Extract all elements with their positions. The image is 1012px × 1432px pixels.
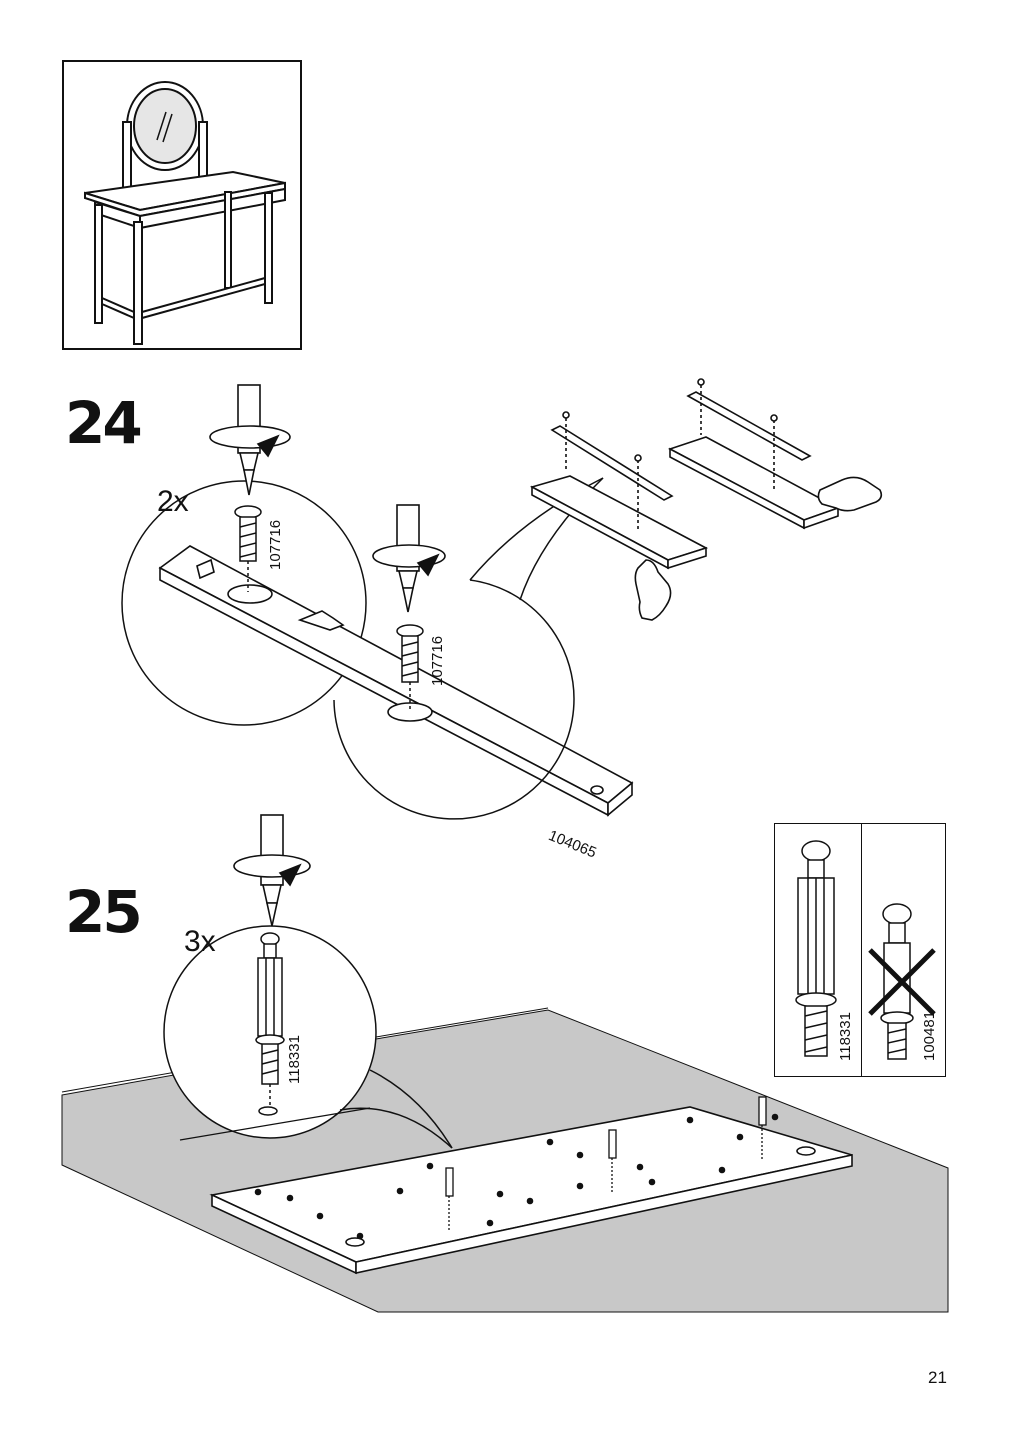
rotate-arrow-icon bbox=[233, 854, 311, 887]
correct-part-code: 118331 bbox=[837, 1012, 854, 1061]
board-left bbox=[529, 411, 709, 570]
pointing-hand-icon bbox=[817, 476, 883, 512]
wrong-part-code: 100481 bbox=[921, 1010, 938, 1061]
divider bbox=[861, 824, 862, 1076]
quantity-label: 3x bbox=[184, 925, 216, 958]
correct-dowel bbox=[795, 840, 837, 1057]
quantity-label: 2x bbox=[157, 485, 189, 518]
step-number: 25 bbox=[65, 878, 143, 946]
dressing-table-overview bbox=[84, 81, 286, 345]
step-number: 24 bbox=[65, 389, 143, 457]
cross-mark-icon bbox=[868, 948, 936, 1016]
tabletop-board bbox=[209, 1106, 853, 1275]
screw-107716 bbox=[234, 505, 262, 592]
overview-box bbox=[62, 60, 302, 350]
dowel-118331 bbox=[255, 932, 285, 1116]
rotate-arrow-icon bbox=[372, 544, 446, 577]
wrong-dowel bbox=[880, 903, 914, 1060]
screw-107716 bbox=[396, 624, 424, 710]
rotate-arrow-icon bbox=[209, 425, 291, 458]
part-comparison-box bbox=[774, 823, 946, 1077]
pointing-hand-icon bbox=[634, 559, 672, 621]
dowel-118331 bbox=[445, 1096, 767, 1230]
page-number: 21 bbox=[928, 1368, 947, 1387]
board-right bbox=[667, 378, 840, 530]
rail-104065 bbox=[158, 545, 634, 817]
